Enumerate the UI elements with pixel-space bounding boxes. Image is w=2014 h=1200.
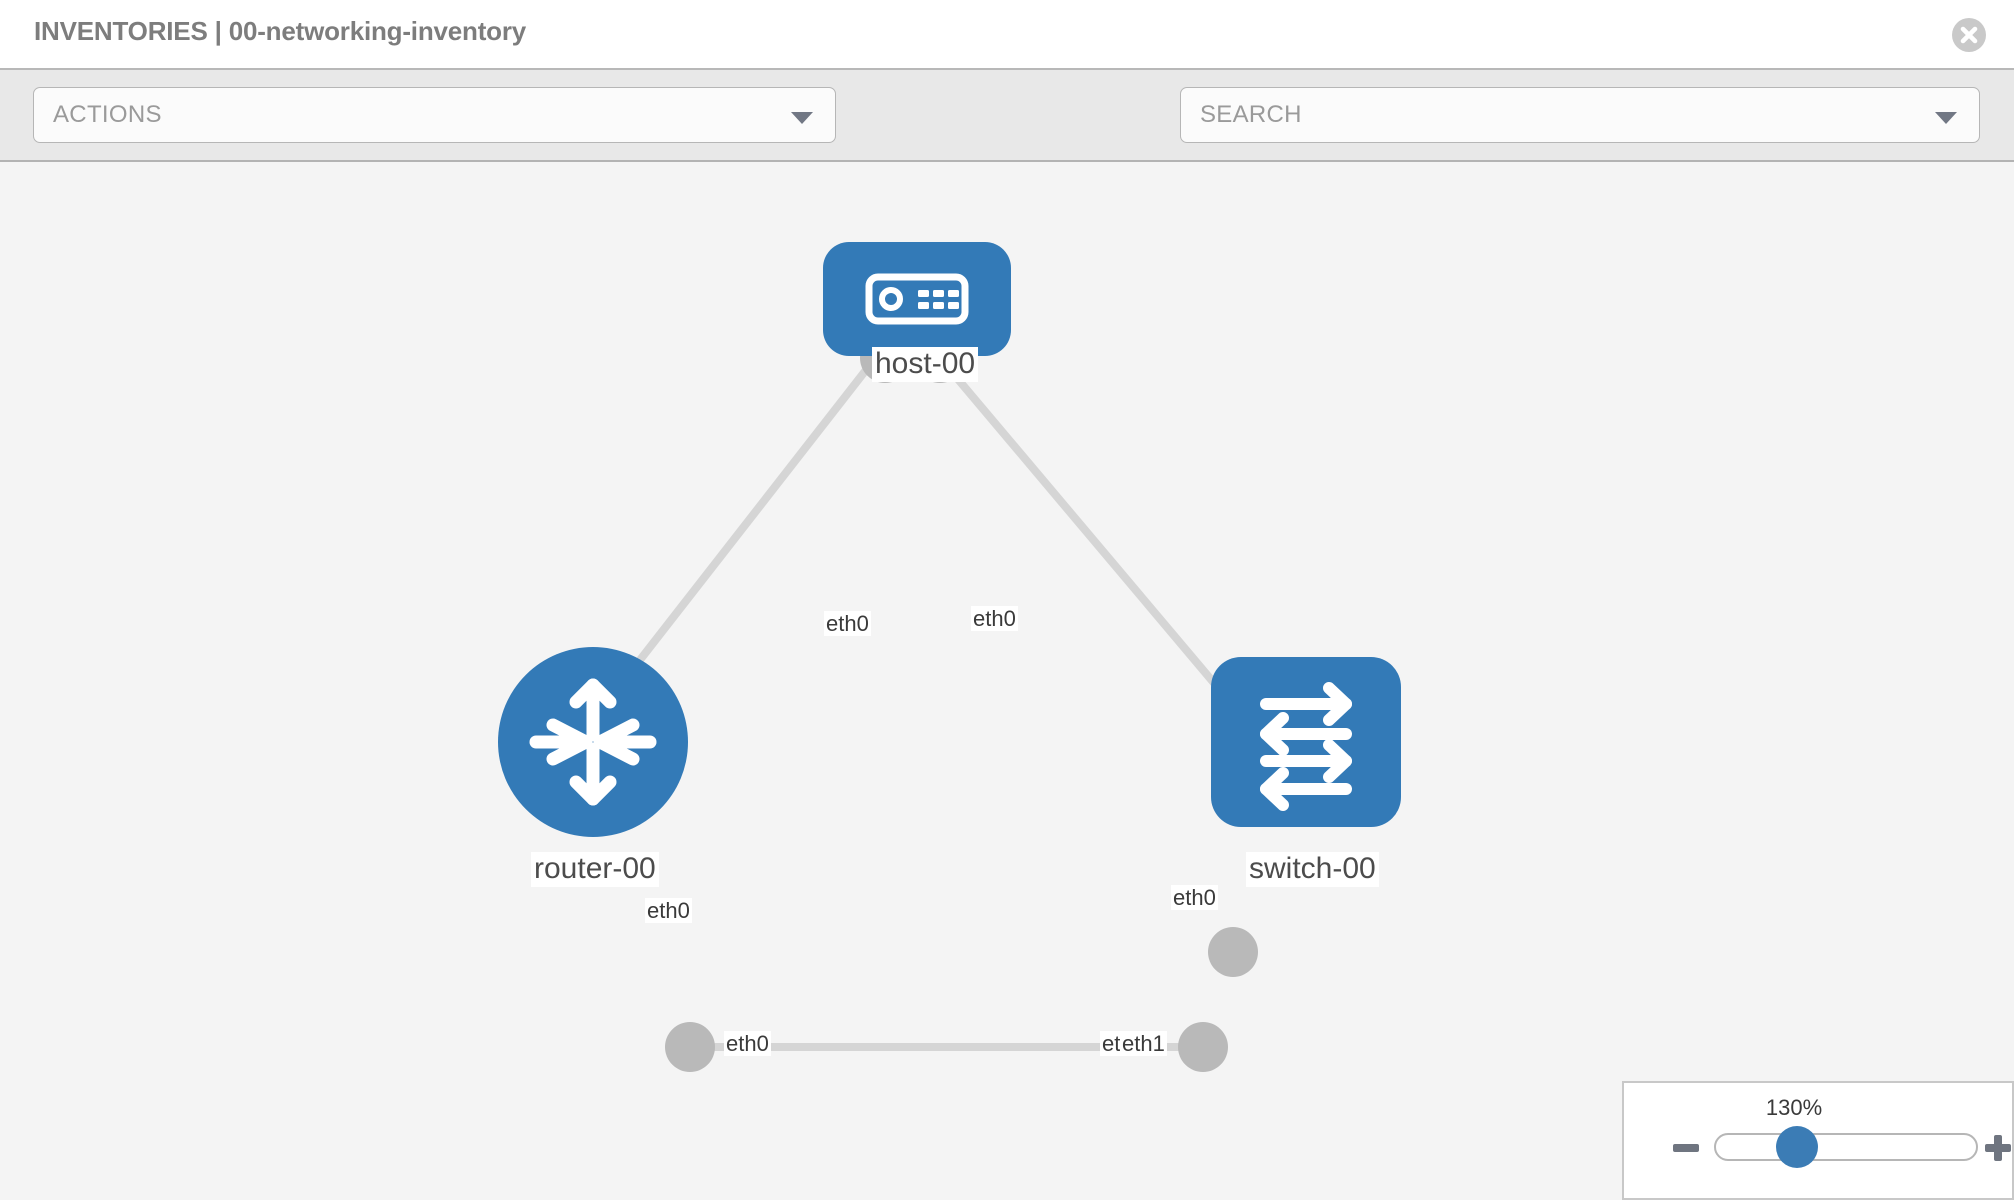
actions-dropdown-label: ACTIONS xyxy=(53,101,162,128)
zoom-control-panel: 130% xyxy=(1622,1081,2014,1200)
iface-label-switch-left-eth1: eth1 xyxy=(1120,1031,1167,1057)
node-switch-00-shape[interactable] xyxy=(1211,657,1401,827)
zoom-level-value: 130% xyxy=(1765,1095,1823,1120)
zoom-slider-track[interactable] xyxy=(1714,1133,1978,1161)
router-arrows-icon xyxy=(529,678,657,806)
iface-label-switch-up: eth0 xyxy=(1171,885,1218,911)
iface-label-host-left: eth0 xyxy=(824,611,871,637)
chevron-down-icon xyxy=(791,112,813,124)
link-connectors xyxy=(665,333,1258,1072)
search-input[interactable]: SEARCH xyxy=(1180,87,1980,143)
link-host-router xyxy=(611,349,884,695)
chevron-down-icon xyxy=(1935,112,1957,124)
node-switch-00-label: switch-00 xyxy=(1246,852,1379,887)
page-header: INVENTORIES | 00-networking-inventory xyxy=(0,0,2014,70)
server-icon xyxy=(865,273,969,325)
iface-label-host-right: eth0 xyxy=(971,606,1018,632)
topology-canvas[interactable]: host-00 router-00 xyxy=(0,162,2014,1200)
switch-arrows-icon xyxy=(1260,682,1352,811)
link-host-switch xyxy=(931,349,1234,705)
toolbar: ACTIONS SEARCH xyxy=(0,70,2014,199)
actions-dropdown[interactable]: ACTIONS xyxy=(33,87,836,143)
close-icon[interactable] xyxy=(1952,18,1986,52)
iface-label-router-right: eth0 xyxy=(724,1031,771,1057)
node-host-00-shape[interactable] xyxy=(823,242,1011,356)
zoom-slider-handle[interactable] xyxy=(1776,1126,1818,1168)
minus-icon[interactable] xyxy=(1673,1144,1699,1152)
page-title: INVENTORIES | 00-networking-inventory xyxy=(34,16,527,46)
search-placeholder: SEARCH xyxy=(1200,101,1302,128)
plus-icon[interactable] xyxy=(1985,1135,2011,1161)
node-host-00-label: host-00 xyxy=(872,347,979,382)
node-router-00-label: router-00 xyxy=(531,852,659,887)
iface-label-router-up: eth0 xyxy=(645,898,692,924)
